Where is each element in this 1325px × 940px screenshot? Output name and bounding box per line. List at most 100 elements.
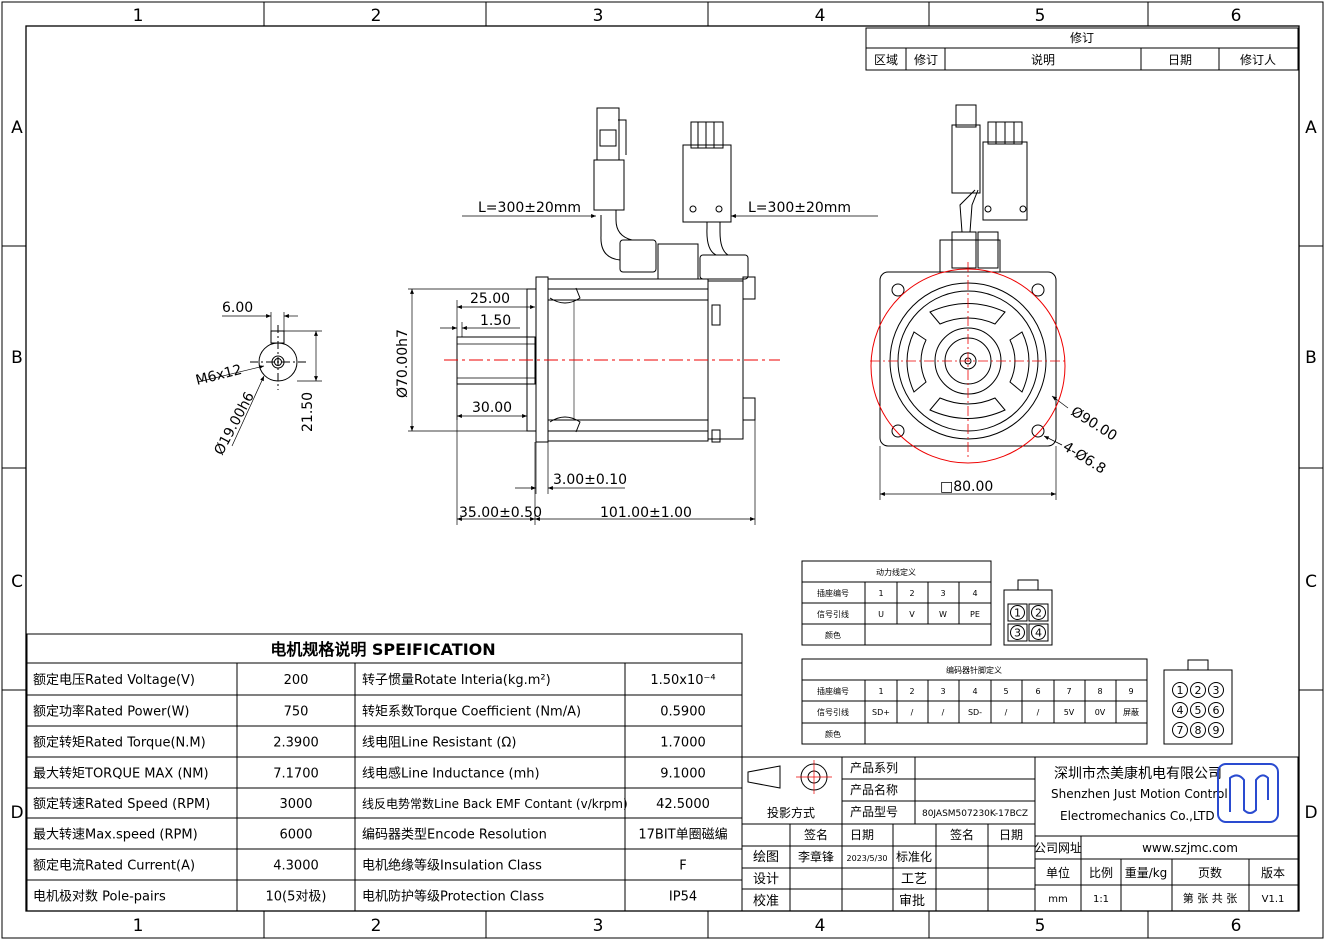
key-width-dim: 6.00	[222, 300, 253, 316]
website: www.szjmc.com	[1142, 841, 1238, 855]
row-label-right: A	[1305, 118, 1317, 138]
company-name-en-2: Electromechanics Co.,LTD	[1060, 809, 1215, 823]
spec-label-right: 转矩系数Torque Coefficient (Nm/A)	[362, 705, 581, 720]
power-pin-label: 3	[1014, 627, 1021, 640]
row-label-left: D	[10, 803, 23, 823]
revision-header: 修订人	[1240, 52, 1276, 67]
flange-thk-dim: 3.00±0.10	[553, 472, 627, 488]
spec-value-left: 7.1700	[273, 767, 319, 782]
tb-name-label: 产品名称	[850, 782, 898, 797]
power-table-title: 动力线定义	[876, 567, 916, 577]
revision-header: 区域	[874, 53, 898, 67]
row-label-right: B	[1305, 348, 1317, 368]
col-label-top: 5	[1035, 6, 1046, 26]
encoder-table-title: 编码器针脚定义	[946, 665, 1002, 675]
thread-dim: M6x12	[194, 362, 244, 389]
col-label-bottom: 2	[371, 916, 382, 936]
power-pin-number: 1	[878, 589, 883, 598]
spec-label-right: 线反电势常数Line Back EMF Contant (v/krpm)	[362, 796, 628, 811]
key-offset-dim: 1.50	[480, 313, 511, 329]
encoder-pin-signal: /	[1005, 708, 1008, 717]
encoder-pin-signal: SD-	[968, 708, 982, 717]
spec-label-left: 额定电流Rated Current(A)	[33, 859, 195, 874]
weight-label: 重量/kg	[1125, 866, 1168, 880]
col-label-bottom: 1	[133, 916, 144, 936]
spec-label-left: 额定转速Rated Speed (RPM)	[33, 797, 210, 812]
tb-date-label: 日期	[999, 828, 1023, 842]
encoder-pin-number: 3	[940, 687, 945, 696]
power-pin-number: 3	[940, 589, 945, 598]
spec-title: 电机规格说明 SPEIFICATION	[270, 640, 495, 659]
cable-length-right: L=300±20mm	[748, 200, 851, 216]
spec-label-right: 编码器类型Encode Resolution	[362, 828, 547, 843]
spec-label-left: 电机极对数 Pole-pairs	[33, 890, 166, 905]
encoder-pin-signal: 0V	[1095, 708, 1106, 717]
spec-label-left: 最大转矩TORQUE MAX (NM)	[33, 767, 209, 782]
encoder-pin-label: 7	[1177, 724, 1184, 737]
row-label-right: D	[1304, 803, 1317, 823]
key-height-dim: 21.50	[300, 392, 316, 432]
spec-label-left: 最大转速Max.speed (RPM)	[33, 828, 198, 843]
tb-model: 80JASM507230K-17BCZ	[922, 809, 1028, 819]
power-row-label: 信号引线	[817, 609, 849, 619]
encoder-pin-signal: 5V	[1064, 708, 1075, 717]
shaft-end-view	[197, 312, 322, 447]
cable-length-left: L=300±20mm	[478, 200, 581, 216]
revision-header: 说明	[1031, 52, 1055, 67]
scale-label: 比例	[1089, 866, 1113, 880]
encoder-pin-number: 1	[878, 687, 883, 696]
tb-draw-date: 2023/5/30	[846, 854, 887, 863]
key-length-dim: 30.00	[472, 400, 512, 416]
encoder-pin-label: 4	[1177, 704, 1184, 717]
encoder-pin-label: 1	[1177, 684, 1184, 697]
side-view-dimensions	[408, 214, 878, 525]
power-row-label: 插座编号	[817, 588, 849, 598]
website-label: 公司网址	[1034, 841, 1082, 855]
spec-value-left: 4.3000	[273, 859, 319, 874]
spec-value-right: 0.5900	[660, 705, 706, 720]
encoder-pin-signal: /	[1037, 708, 1040, 717]
spec-label-right: 电机绝缘等级Insulation Class	[362, 858, 542, 874]
tb-drawer: 李章锋	[798, 849, 834, 864]
spec-label-right: 电机防护等级Protection Class	[362, 889, 544, 905]
version-label: 版本	[1261, 866, 1285, 880]
scale-value: 1:1	[1093, 894, 1109, 905]
border-labels: 1 2 3 4 5 6 1 2 3 4 5 6 A B C D A B C D	[10, 6, 1317, 936]
motor-side-view	[456, 107, 756, 443]
col-label-bottom: 5	[1035, 916, 1046, 936]
power-connector-diagram	[1003, 579, 1053, 646]
encoder-pin-label: 9	[1213, 724, 1220, 737]
power-pin-signal: PE	[970, 610, 980, 619]
spec-label-left: 额定电压Rated Voltage(V)	[33, 673, 195, 688]
revision-header: 修订	[914, 52, 938, 67]
encoder-row-label: 信号引线	[817, 707, 849, 717]
col-label-bottom: 6	[1231, 916, 1242, 936]
encoder-table-grid	[801, 658, 1148, 745]
power-pin-signal: W	[939, 610, 947, 619]
pages-value: 第 张 共 张	[1183, 891, 1238, 905]
col-label-top: 3	[593, 6, 604, 26]
spec-value-left: 200	[284, 673, 309, 688]
unit-label: 单位	[1046, 865, 1070, 880]
revision-header: 日期	[1168, 53, 1192, 67]
col-label-top: 6	[1231, 6, 1242, 26]
spec-label-right: 线电阻Line Resistant (Ω)	[362, 736, 516, 751]
tb-projection-label: 投影方式	[767, 805, 815, 820]
power-pin-label: 2	[1035, 607, 1042, 620]
revision-title: 修订	[1070, 30, 1094, 45]
power-pin-label: 1	[1014, 607, 1021, 620]
tb-model-label: 产品型号	[850, 805, 898, 819]
spec-value-left: 6000	[279, 828, 312, 843]
shaft-ext-dim: 35.00±0.50	[459, 505, 542, 521]
encoder-pin-number: 7	[1066, 687, 1071, 696]
col-label-top: 1	[133, 6, 144, 26]
pages-label: 页数	[1198, 865, 1222, 880]
revision-block	[865, 27, 1299, 71]
spec-value-left: 3000	[279, 797, 312, 812]
encoder-pin-signal: 屏蔽	[1123, 707, 1139, 717]
encoder-pin-number: 6	[1035, 687, 1040, 696]
spec-label-left: 额定转矩Rated Torque(N.M)	[33, 736, 206, 751]
row-label-left: B	[11, 348, 23, 368]
col-label-bottom: 4	[815, 916, 826, 936]
